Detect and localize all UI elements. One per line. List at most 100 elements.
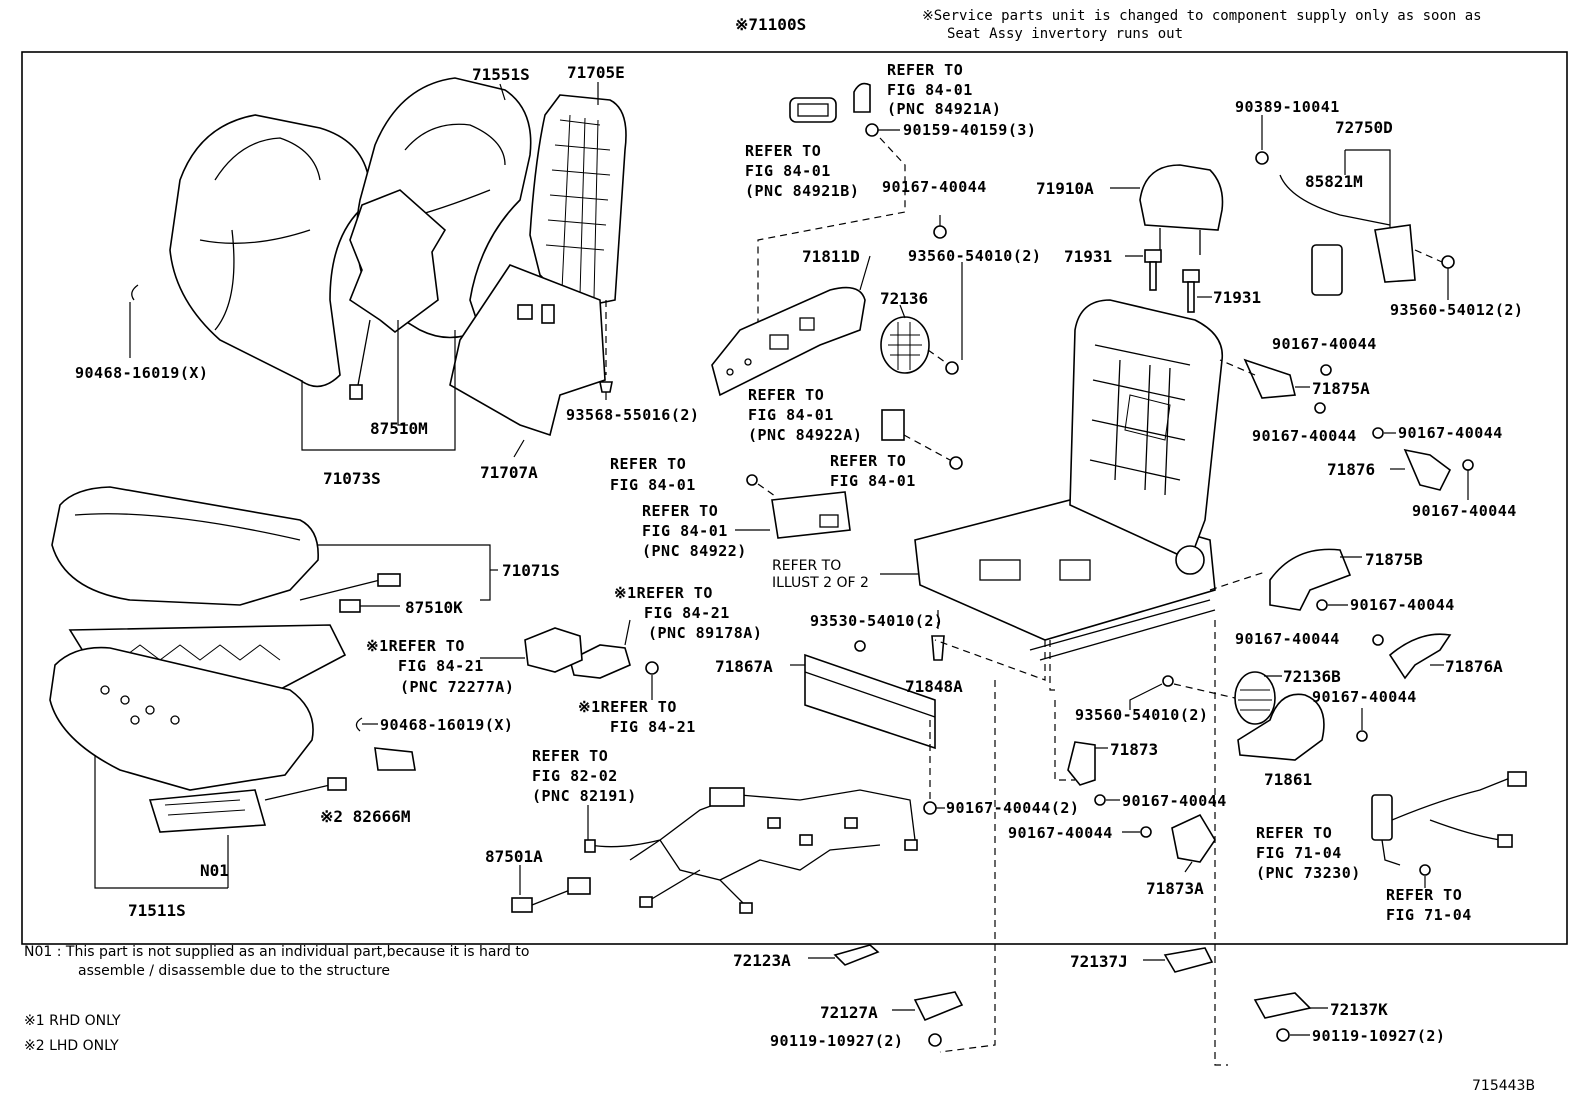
- svg-text:REFER TO: REFER TO: [1386, 886, 1462, 904]
- screw-90167-2: [923, 801, 937, 815]
- callout-71876A: 71876A: [1445, 657, 1503, 676]
- callout-90468-a: 90468-16019(X): [75, 364, 208, 382]
- bracket-71875A: [1243, 358, 1297, 399]
- screw-93560-b: [1441, 255, 1455, 269]
- callout-72137K: 72137K: [1330, 1000, 1388, 1019]
- svg-text:ILLUST 2 OF 2: ILLUST 2 OF 2: [772, 575, 869, 591]
- ref-84-01-b: REFER TO FIG 84-01: [610, 455, 695, 494]
- screw-93560-c: [1162, 675, 1174, 687]
- svg-text:FIG 82-02: FIG 82-02: [532, 767, 618, 785]
- screw-90167-i: [1372, 634, 1384, 646]
- callout-71811D: 71811D: [802, 247, 860, 266]
- callout-93530: 93530-54010(2): [810, 612, 943, 630]
- ref-71-04: REFER TO FIG 71-04: [1386, 886, 1471, 924]
- guide-71931-a: [1144, 249, 1162, 291]
- callout-71551S: 71551S: [472, 65, 530, 84]
- headrest-71910A: [1139, 164, 1224, 255]
- callout-90167-j: 90167-40044: [1312, 688, 1417, 706]
- seat-cover-71071S: [51, 486, 319, 606]
- callout-71073S: 71073S: [323, 469, 381, 488]
- svg-text:(PNC 89178A): (PNC 89178A): [648, 624, 762, 642]
- callout-90167-2: 90167-40044(2): [946, 799, 1079, 817]
- switch-72277A: [524, 627, 583, 673]
- cover-72137J: [1163, 947, 1214, 973]
- svg-text:FIG 84-01: FIG 84-01: [748, 406, 834, 424]
- callout-71873A: 71873A: [1146, 879, 1204, 898]
- seatback-cover-71073S: [169, 114, 369, 388]
- bracket-71873A: [1171, 813, 1216, 863]
- callout-71931-a: 71931: [1064, 247, 1112, 266]
- screw-90167-b: [1094, 794, 1106, 806]
- nut-90389: [1255, 151, 1269, 165]
- callout-71910A: 71910A: [1036, 179, 1094, 198]
- screw-ref-84-01: [949, 456, 963, 470]
- knob-72136B: [1234, 671, 1276, 725]
- callout-93560-b: 93560-54012(2): [1390, 301, 1523, 319]
- guide-71931-b: [1182, 269, 1200, 313]
- screw-90167-e: [1314, 402, 1326, 414]
- harness-82191: [584, 787, 918, 914]
- svg-text:FIG 84-01: FIG 84-01: [887, 81, 973, 99]
- callout-90159: 90159-40159(3): [903, 121, 1036, 139]
- seatbelt-buckle-73230: [1371, 771, 1527, 866]
- callout-87501A: 87501A: [485, 847, 543, 866]
- callout-90167-d: 90167-40044: [1272, 335, 1377, 353]
- ecu-84922: [771, 491, 851, 539]
- callout-87510M: 87510M: [370, 419, 428, 438]
- clip-93568: [599, 381, 613, 393]
- clip-90468-a: [131, 284, 139, 301]
- screw-90167-c: [1140, 826, 1152, 838]
- bracket-71876: [1403, 448, 1452, 491]
- clip-90468-b: [355, 717, 363, 732]
- switch-84922A: [881, 409, 905, 441]
- svg-text:REFER TO: REFER TO: [745, 142, 821, 160]
- cover-71876A: [1388, 633, 1452, 680]
- callout-N01: N01: [200, 861, 229, 880]
- svg-text:REFER TO: REFER TO: [642, 502, 718, 520]
- callout-71873: 71873: [1110, 740, 1158, 759]
- svg-text:FIG 84-21: FIG 84-21: [644, 604, 730, 622]
- sensor-87501A: [511, 877, 591, 913]
- svg-text:※1REFER TO: ※1REFER TO: [578, 698, 677, 716]
- callout-90167-h: 90167-40044: [1350, 596, 1455, 614]
- screw-93560-a: [945, 361, 959, 375]
- callout-71876: 71876: [1327, 460, 1375, 479]
- svg-text:REFER TO: REFER TO: [887, 61, 963, 79]
- side-shield-71811D: [711, 286, 866, 397]
- svg-text:(PNC 82191): (PNC 82191): [532, 787, 637, 805]
- svg-text:REFER TO: REFER TO: [532, 747, 608, 765]
- callout-90167-e: 90167-40044: [1252, 427, 1357, 445]
- seat-pad-71511S: [49, 646, 347, 833]
- nut-ref-71-04: [1419, 864, 1431, 876]
- ref-illust-2: REFER TO ILLUST 2 OF 2: [772, 558, 869, 591]
- svg-text:FIG 84-01: FIG 84-01: [745, 162, 831, 180]
- svg-text:(PNC 84922A): (PNC 84922A): [748, 426, 862, 444]
- svg-text:(PNC 84921A): (PNC 84921A): [887, 100, 1001, 118]
- svg-text:(PNC 73230): (PNC 73230): [1256, 864, 1361, 882]
- svg-text:FIG 84-21: FIG 84-21: [610, 718, 696, 736]
- ref-82191: REFER TO FIG 82-02 (PNC 82191): [532, 747, 637, 805]
- ref-84922: REFER TO FIG 84-01 (PNC 84922): [642, 502, 747, 560]
- seatback-panel-71707A: [449, 264, 606, 437]
- callout-71867A: 71867A: [715, 657, 773, 676]
- svg-text:※1REFER TO: ※1REFER TO: [366, 637, 465, 655]
- cover-72137K: [1253, 992, 1312, 1019]
- svg-text:REFER TO: REFER TO: [610, 455, 686, 473]
- screw-90119-a: [928, 1033, 942, 1047]
- callout-90167-b: 90167-40044: [1122, 792, 1227, 810]
- ref-84921B: REFER TO FIG 84-01 (PNC 84921B): [745, 142, 859, 200]
- switch-84921B: [789, 97, 837, 123]
- screw-90159: [865, 123, 879, 137]
- cover-71867A: [804, 653, 936, 750]
- seat-frame: [914, 299, 1224, 661]
- callout-82666M: ※2 82666M: [320, 807, 410, 826]
- footnote-n01-line2: assemble / disassemble due to the struct…: [78, 963, 390, 979]
- screw-90167-top: [933, 225, 947, 239]
- ref-73230: REFER TO FIG 71-04 (PNC 73230): [1256, 824, 1361, 882]
- callout-90468-b: 90468-16019(X): [380, 716, 513, 734]
- callout-71705E: 71705E: [567, 63, 625, 82]
- switch-84921A: [853, 82, 871, 113]
- callout-71848A: 71848A: [905, 677, 963, 696]
- svg-text:(PNC 84922): (PNC 84922): [642, 542, 747, 560]
